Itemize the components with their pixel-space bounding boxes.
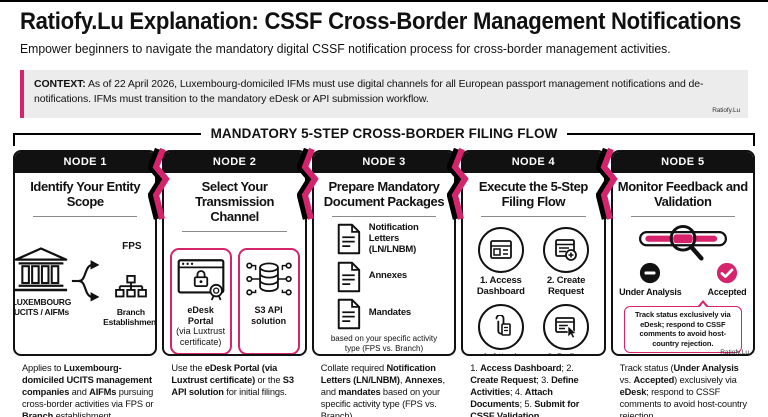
minus-circle-icon <box>639 262 661 284</box>
divider <box>182 230 287 232</box>
node-3-caption: Collate required Notification Letters (L… <box>320 363 445 417</box>
sitemap-icon <box>114 274 148 303</box>
flow-cards: NODE 1 Identify Your Entity Scope <box>13 147 755 356</box>
node-1-body: Identify Your Entity Scope <box>15 173 155 354</box>
node-3-title: Prepare Mandatory Document Packages <box>323 179 445 209</box>
node-1-caption: Applies to Luxembourg-domiciled UCITS ma… <box>22 363 154 417</box>
edesk-portal-option: eDesk Portal (via Luxtrust certificate) <box>169 247 232 354</box>
status-label: Accepted <box>707 286 747 297</box>
document-label: Mandates <box>368 307 412 319</box>
card-watermark: Ratiofy.Lu <box>720 348 749 356</box>
node-2-title: Select Your Transmission Channel <box>195 179 275 224</box>
bank-icon <box>15 245 69 293</box>
status-row: Under Analysis Accepted <box>619 262 747 297</box>
divider <box>481 215 586 217</box>
document-icon <box>335 298 362 330</box>
context-box: CONTEXT: As of 22 April 2026, Luxembourg… <box>20 70 748 118</box>
s3-api-title: S3 API solution <box>251 304 287 326</box>
node-2-header: NODE 2 <box>164 152 305 173</box>
filing-steps-grid: 1. Access Dashboard 2. Cr <box>468 226 598 354</box>
progress-magnifier-icon <box>631 219 735 261</box>
node-1-header: NODE 1 <box>15 152 156 173</box>
captions-row: Applies to Luxembourg-domiciled UCITS ma… <box>13 362 755 417</box>
node-3-body: Prepare Mandatory Document Packages Noti… <box>314 173 454 354</box>
node-5-header: NODE 5 <box>612 152 753 173</box>
node-5-caption: Track status (Under Analysis vs. Accepte… <box>619 363 747 417</box>
document-item: Mandates <box>335 298 449 330</box>
divider <box>630 215 735 217</box>
node-3-header: NODE 3 <box>313 152 455 173</box>
node-5-card: NODE 5 Monitor Feedback and Validation <box>610 150 755 356</box>
node-1-title: Identify Your Entity Scope <box>30 179 141 209</box>
node-3-card: NODE 3 Prepare Mandatory Document Packag… <box>311 150 457 356</box>
node-5-title: Monitor Feedback and Validation <box>617 179 748 209</box>
check-circle-icon <box>716 262 738 284</box>
page-subtitle: Empower beginners to navigate the mandat… <box>20 41 671 56</box>
edesk-portal-title: eDesk Portal <box>187 304 214 326</box>
channel-options: eDesk Portal (via Luxtrust certificate) <box>169 247 300 354</box>
attach-documents-icon <box>477 303 524 350</box>
destinations-column: FPS <box>103 235 158 327</box>
banner-title: MANDATORY 5-STEP CROSS-BORDER FILING FLO… <box>210 126 558 141</box>
node-4-header: NODE 4 <box>463 152 604 173</box>
document-icon <box>335 261 362 293</box>
banner-bracket-left <box>13 133 201 146</box>
document-item: Notification Letters (LN/LNBM) <box>335 221 449 256</box>
create-request-icon <box>542 226 589 273</box>
divider <box>33 215 138 217</box>
under-analysis-status: Under Analysis <box>619 262 682 297</box>
branch-label: Branch Establishment <box>103 306 158 327</box>
node-4-caption: 1. Access Dashboard; 2. Create Request; … <box>470 363 580 417</box>
fps-label: FPS <box>122 241 142 253</box>
document-label: Notification Letters (LN/LNBM) <box>368 221 419 255</box>
masthead: Ratiofy.Lu Explanation: CSSF Cross-Borde… <box>20 8 750 56</box>
node-1-card: NODE 1 Identify Your Entity Scope <box>13 150 158 356</box>
entity-column: LUXEMBOURG UCITS / AIFMs <box>13 245 72 317</box>
node-5-body: Monitor Feedback and Validation <box>613 173 753 356</box>
divider <box>331 215 437 217</box>
node-4-body: Execute the 5-Step Filing Flow 1. A <box>463 173 603 354</box>
document-label: Annexes <box>368 270 407 282</box>
step-cell: 2. Create Request <box>533 226 598 298</box>
node-4-title: Execute the 5-Step Filing Flow <box>478 179 589 209</box>
entity-scope-figure: LUXEMBOURG UCITS / AIFMs FPS <box>13 235 158 327</box>
step-label: 2. Create Request <box>546 274 586 297</box>
edesk-portal-subtitle: (via Luxtrust certificate) <box>176 326 226 348</box>
banner-bracket-right <box>567 133 755 146</box>
entity-label: LUXEMBOURG UCITS / AIFMs <box>13 296 72 317</box>
api-database-icon <box>244 257 294 301</box>
page-title: Ratiofy.Lu Explanation: CSSF Cross-Borde… <box>20 8 742 35</box>
accepted-status: Accepted <box>708 262 747 297</box>
document-list: Notification Letters (LN/LNBM) Annexes <box>319 221 449 330</box>
step-label: 3. Define Activities <box>533 352 598 354</box>
edesk-portal-icon <box>176 257 226 301</box>
step-cell: 1. Access Dashboard <box>468 226 533 298</box>
fps-row: FPS <box>120 237 141 257</box>
context-watermark: Ratiofy.Lu <box>712 106 740 114</box>
branch-row: Branch Establishment <box>103 274 158 327</box>
node-3-note: based on your specific activity type (FP… <box>330 333 438 353</box>
node-2-caption: Use the eDesk Portal (via Luxtrust certi… <box>171 363 294 398</box>
step-label: 4. Attach Documents <box>468 352 533 354</box>
step-cell: 3. Define Activities <box>533 303 598 354</box>
document-item: Annexes <box>335 261 449 293</box>
define-activities-icon <box>542 303 589 350</box>
node-4-card: NODE 4 Execute the 5-Step Filing Flow <box>461 150 606 356</box>
context-text: CONTEXT: As of 22 April 2026, Luxembourg… <box>34 78 704 106</box>
document-icon <box>335 223 362 255</box>
node-2-card: NODE 2 Select Your Transmission Channel <box>162 150 307 356</box>
status-label: Under Analysis <box>619 286 682 297</box>
s3-api-option: S3 API solution <box>237 247 300 354</box>
flow-banner: MANDATORY 5-STEP CROSS-BORDER FILING FLO… <box>13 126 755 146</box>
top-rule <box>0 0 768 2</box>
step-cell: 4. Attach Documents <box>468 303 533 354</box>
tracking-callout: Track status exclusively via eDesk; resp… <box>623 299 742 353</box>
node-2-body: Select Your Transmission Channel <box>164 173 304 354</box>
step-label: 1. Access Dashboard <box>476 274 525 297</box>
branching-arrows-icon <box>71 253 103 309</box>
access-dashboard-icon <box>477 226 524 273</box>
